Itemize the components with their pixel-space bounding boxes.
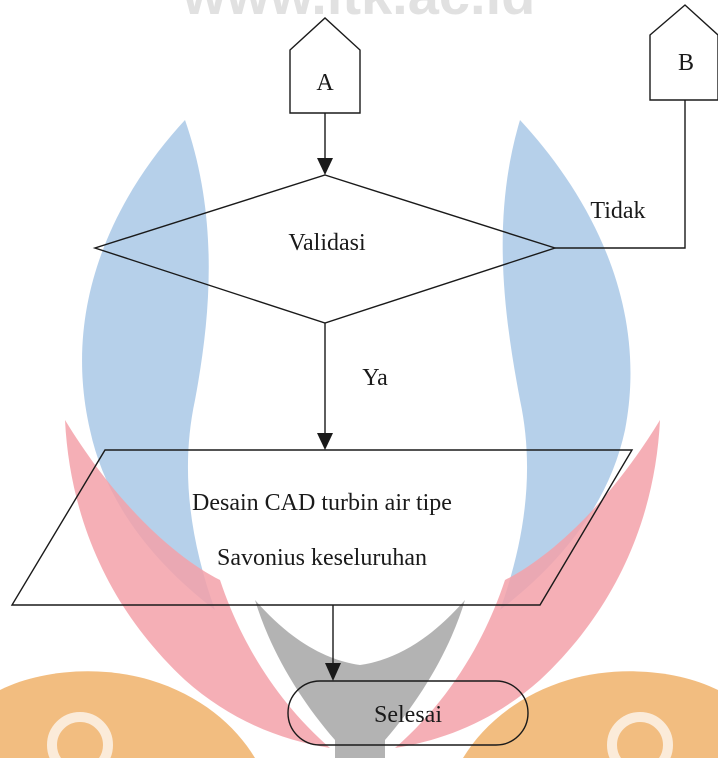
arrowhead-ya-to-output <box>317 433 333 450</box>
connector-a-shape <box>290 18 360 113</box>
terminal-label: Selesai <box>374 702 442 728</box>
connector-a-label: A <box>316 70 334 96</box>
edge-yes-label: Ya <box>362 365 388 391</box>
arrowhead-a-to-decision <box>317 158 333 175</box>
watermark-url: www.itk.ac.id <box>182 0 536 26</box>
decision-label: Validasi <box>288 230 366 256</box>
output-label-line1: Desain CAD turbin air tipe <box>192 490 452 516</box>
output-label-line2: Savonius keseluruhan <box>217 545 427 571</box>
connector-b-label: B <box>678 50 694 76</box>
edge-no-label: Tidak <box>590 198 645 224</box>
